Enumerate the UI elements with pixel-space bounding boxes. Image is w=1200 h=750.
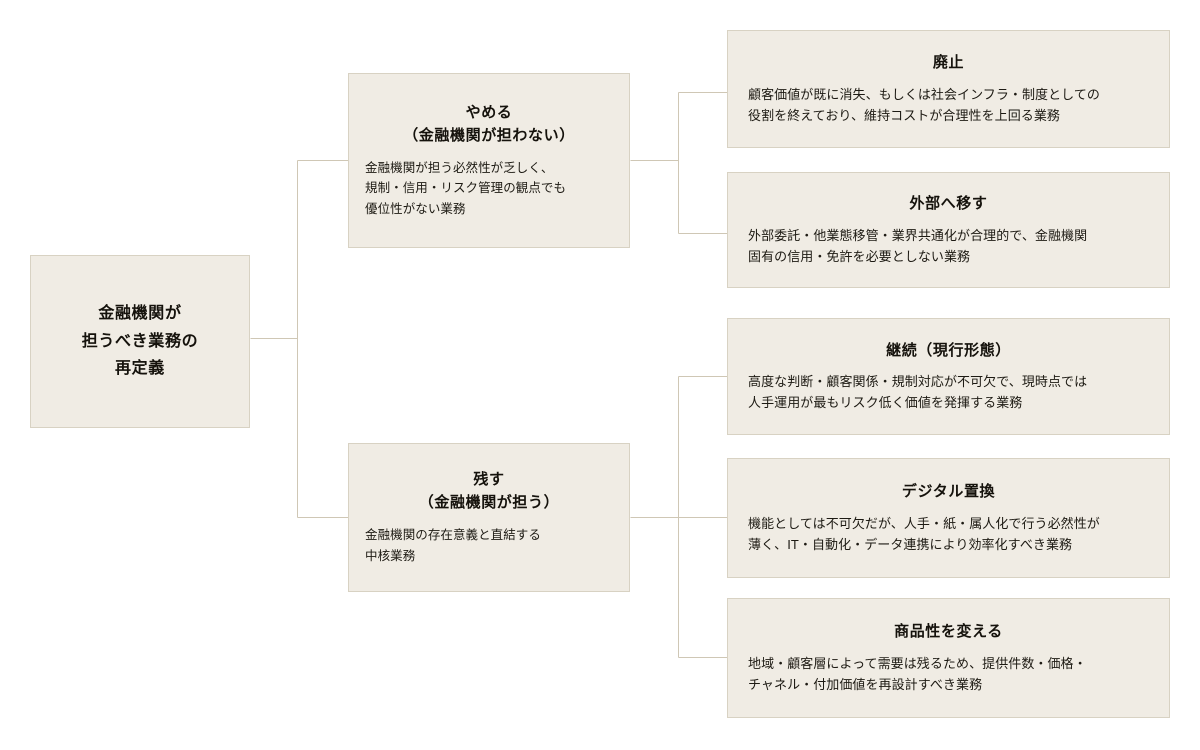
leaf-node-externalize-title: 外部へ移す xyxy=(909,195,988,213)
branch-stop-body-line-1: 金融機関が担う必然性が乏しく、 xyxy=(365,161,554,176)
leaf-node-reshape-product-body: 地域・顧客層によって需要は残るため、提供件数・価格・ チャネル・付加価値を再設計… xyxy=(748,653,1149,695)
leaf-continue-body-line-2: 人手運用が最もリスク低く価値を発揮する業務 xyxy=(748,395,1023,411)
branch-stop-title-line-1: やめる xyxy=(465,104,513,122)
leaf-abolish-body-line-1: 顧客価値が既に消失、もしくは社会インフラ・制度としての xyxy=(748,86,1100,102)
leaf-reshape-product-body-line-1: 地域・顧客層によって需要は残るため、提供件数・価格・ xyxy=(748,655,1087,671)
branch-node-stop-title: やめる （金融機関が担わない） xyxy=(365,102,613,147)
branch-keep-title-line-2: （金融機関が担う） xyxy=(418,493,560,511)
leaf-node-abolish-title: 廃止 xyxy=(932,54,965,72)
leaf-node-digitize-title: デジタル置換 xyxy=(901,483,996,501)
root-node-title: 金融機関が 担うべき業務の 再定義 xyxy=(82,300,198,383)
leaf-node-continue[interactable]: 継続（現行形態） 高度な判断・顧客関係・規制対応が不可欠で、現時点では 人手運用… xyxy=(727,318,1170,435)
leaf-node-digitize[interactable]: デジタル置換 機能としては不可欠だが、人手・紙・属人化で行う必然性が 薄く、IT… xyxy=(727,458,1170,578)
leaf-abolish-body-line-2: 役割を終えており、維持コストが合理性を上回る業務 xyxy=(748,107,1061,123)
leaf-digitize-body-line-2: 薄く、IT・自動化・データ連携により効率化すべき業務 xyxy=(748,536,1073,552)
branch-node-stop[interactable]: やめる （金融機関が担わない） 金融機関が担う必然性が乏しく、 規制・信用・リス… xyxy=(348,73,630,248)
leaf-node-continue-title: 継続（現行形態） xyxy=(886,341,1011,359)
branch-keep-body-line-2: 中核業務 xyxy=(365,548,416,563)
root-node[interactable]: 金融機関が 担うべき業務の 再定義 xyxy=(30,255,250,428)
leaf-node-externalize[interactable]: 外部へ移す 外部委託・他業態移管・業界共通化が合理的で、金融機関 固有の信用・免… xyxy=(727,172,1170,288)
leaf-node-continue-body: 高度な判断・顧客関係・規制対応が不可欠で、現時点では 人手運用が最もリスク低く価… xyxy=(748,371,1149,413)
branch-node-stop-body: 金融機関が担う必然性が乏しく、 規制・信用・リスク管理の観点でも 優位性がない業… xyxy=(365,158,613,219)
leaf-reshape-product-body-line-2: チャネル・付加価値を再設計すべき業務 xyxy=(748,676,983,692)
branch-keep-body-line-1: 金融機関の存在意義と直結する xyxy=(365,528,541,543)
branch-node-keep[interactable]: 残す （金融機関が担う） 金融機関の存在意義と直結する 中核業務 xyxy=(348,443,630,592)
leaf-externalize-body-line-1: 外部委託・他業態移管・業界共通化が合理的で、金融機関 xyxy=(748,227,1088,243)
leaf-node-digitize-body: 機能としては不可欠だが、人手・紙・属人化で行う必然性が 薄く、IT・自動化・デー… xyxy=(748,513,1149,555)
leaf-node-reshape-product[interactable]: 商品性を変える 地域・顧客層によって需要は残るため、提供件数・価格・ チャネル・… xyxy=(727,598,1170,718)
root-title-line-1: 金融機関が xyxy=(98,305,182,323)
root-title-line-2: 担うべき業務の xyxy=(81,332,199,350)
leaf-node-abolish-body: 顧客価値が既に消失、もしくは社会インフラ・制度としての 役割を終えており、維持コ… xyxy=(748,84,1149,126)
leaf-continue-body-line-1: 高度な判断・顧客関係・規制対応が不可欠で、現時点では xyxy=(748,374,1088,390)
branch-stop-body-line-2: 規制・信用・リスク管理の観点でも xyxy=(365,181,567,196)
branch-node-keep-body: 金融機関の存在意義と直結する 中核業務 xyxy=(365,525,613,566)
root-title-line-3: 再定義 xyxy=(115,360,165,378)
branch-keep-title-line-1: 残す xyxy=(473,471,505,489)
branch-stop-body-line-3: 優位性がない業務 xyxy=(365,201,466,216)
leaf-externalize-body-line-2: 固有の信用・免許を必要としない業務 xyxy=(748,248,971,264)
leaf-node-externalize-body: 外部委託・他業態移管・業界共通化が合理的で、金融機関 固有の信用・免許を必要とし… xyxy=(748,225,1149,267)
leaf-digitize-body-line-1: 機能としては不可欠だが、人手・紙・属人化で行う必然性が xyxy=(748,515,1100,531)
branch-stop-title-line-2: （金融機関が担わない） xyxy=(403,126,575,144)
leaf-node-abolish[interactable]: 廃止 顧客価値が既に消失、もしくは社会インフラ・制度としての 役割を終えており、… xyxy=(727,30,1170,148)
leaf-node-reshape-product-title: 商品性を変える xyxy=(894,623,1003,641)
branch-node-keep-title: 残す （金融機関が担う） xyxy=(365,469,613,514)
